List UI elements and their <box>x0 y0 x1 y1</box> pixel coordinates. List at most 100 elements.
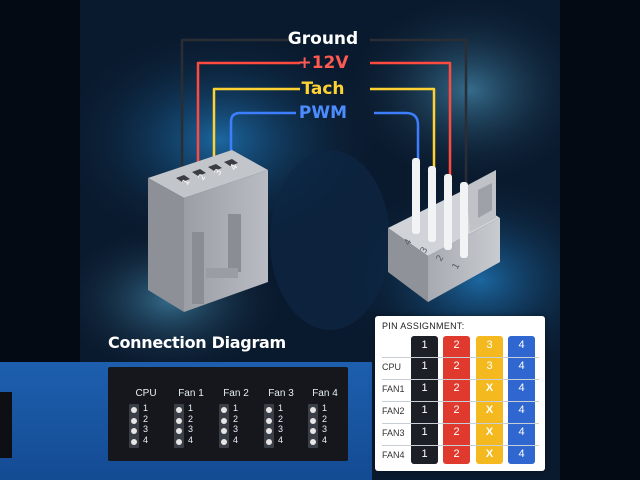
row-divider <box>382 357 539 358</box>
header-pin-number: 1 <box>188 403 194 413</box>
row-divider <box>382 379 539 380</box>
header-pin <box>310 438 316 445</box>
pin-cell: 2 <box>453 426 460 438</box>
header-pin <box>131 417 137 424</box>
pin-row-label: FAN1 <box>382 384 405 394</box>
pin-column-header: 3 <box>486 339 493 351</box>
header-pin-column <box>129 404 139 448</box>
header-pin-number: 1 <box>233 403 239 413</box>
header-pin-column <box>264 404 274 448</box>
pin-assignment-title: PIN ASSIGNMENT: <box>382 321 465 331</box>
header-pin <box>310 428 316 434</box>
header-pin <box>176 438 182 445</box>
header-pin-number: 1 <box>143 403 149 413</box>
pin-cell: 4 <box>518 426 525 438</box>
header-pin <box>266 438 272 445</box>
female-connector <box>148 150 268 312</box>
female-wires <box>180 38 300 172</box>
male-pin-numbers: 1 2 3 4 <box>403 237 463 271</box>
female-pin-number: 2 <box>197 173 209 183</box>
header-pin-number: 2 <box>188 413 194 424</box>
wire-label-ground: Ground <box>287 29 359 49</box>
wire-label-12v: +12V <box>297 53 349 73</box>
header-pin <box>131 438 137 445</box>
header-pin-number: 1 <box>322 403 328 413</box>
header-pin <box>176 417 182 424</box>
row-divider <box>382 445 539 446</box>
header-pin-number: 4 <box>188 434 194 445</box>
pin-cell: 1 <box>421 360 428 372</box>
pin-cell: 2 <box>453 448 460 460</box>
pin-cell: 2 <box>453 404 460 416</box>
fan-header-name: Fan 1 <box>178 388 204 399</box>
header-pin <box>221 407 227 413</box>
pin-row-label: FAN3 <box>382 428 405 438</box>
header-pin-number: 2 <box>233 413 239 424</box>
pin-column-header: 1 <box>421 339 428 351</box>
pin-cell: X <box>485 448 494 460</box>
header-pin <box>221 417 227 424</box>
fan-header-name: CPU <box>135 388 157 399</box>
header-pin <box>176 428 182 434</box>
header-pin-number: 3 <box>233 424 239 434</box>
header-pin <box>221 428 227 434</box>
male-pin-number: 3 <box>419 246 431 256</box>
fan-header-name: Fan 3 <box>268 388 294 399</box>
header-pin-number: 3 <box>188 424 194 434</box>
fan-header-name: Fan 4 <box>312 388 338 399</box>
diagram-title: Connection Diagram <box>108 333 286 352</box>
pin-cell: 4 <box>518 404 525 416</box>
header-pin-number: 1 <box>278 403 284 413</box>
wire-label-pwm: PWM <box>298 103 348 123</box>
header-pin-column <box>174 404 184 448</box>
male-connector <box>388 158 500 302</box>
pin-row-label: FAN4 <box>382 450 405 460</box>
header-pin <box>131 428 137 434</box>
pin-cell: X <box>485 382 494 394</box>
header-pin-column <box>308 404 318 448</box>
header-pin-number: 4 <box>322 434 328 445</box>
male-wires <box>370 38 468 186</box>
cable-ends <box>0 392 12 458</box>
header-pin-number: 2 <box>143 413 149 424</box>
pin-cell: 2 <box>453 382 460 394</box>
pin-column-header: 2 <box>453 339 460 351</box>
row-divider <box>382 401 539 402</box>
pin-cell: 1 <box>421 426 428 438</box>
header-pin-number: 2 <box>278 413 284 424</box>
header-pin-number: 4 <box>233 434 239 445</box>
header-pin-number: 3 <box>278 424 284 434</box>
header-pin <box>310 407 316 413</box>
pin-cell: X <box>485 404 494 416</box>
male-pin-number: 1 <box>451 262 463 272</box>
male-pin-number: 2 <box>435 254 447 264</box>
pin-cell: 3 <box>486 360 493 372</box>
header-pin-number: 4 <box>278 434 284 445</box>
header-pin-number: 4 <box>143 434 149 445</box>
pin-cell: 1 <box>421 404 428 416</box>
wire-label-tach: Tach <box>301 79 345 99</box>
header-pin <box>310 417 316 424</box>
header-pin-number: 3 <box>143 424 149 434</box>
fan-header-name: Fan 2 <box>223 388 249 399</box>
header-pin <box>266 417 272 424</box>
pin-cell: 4 <box>518 382 525 394</box>
female-pin-number: 1 <box>181 178 193 188</box>
header-pin <box>176 407 182 413</box>
header-pin-number: 3 <box>322 424 328 434</box>
pin-row-label: CPU <box>382 362 402 372</box>
header-pin-column <box>219 404 229 448</box>
female-pin-number: 4 <box>229 162 241 172</box>
header-pin-number: 2 <box>322 413 328 424</box>
row-divider <box>382 423 539 424</box>
pin-column-header: 4 <box>518 339 525 351</box>
header-pin <box>221 438 227 445</box>
